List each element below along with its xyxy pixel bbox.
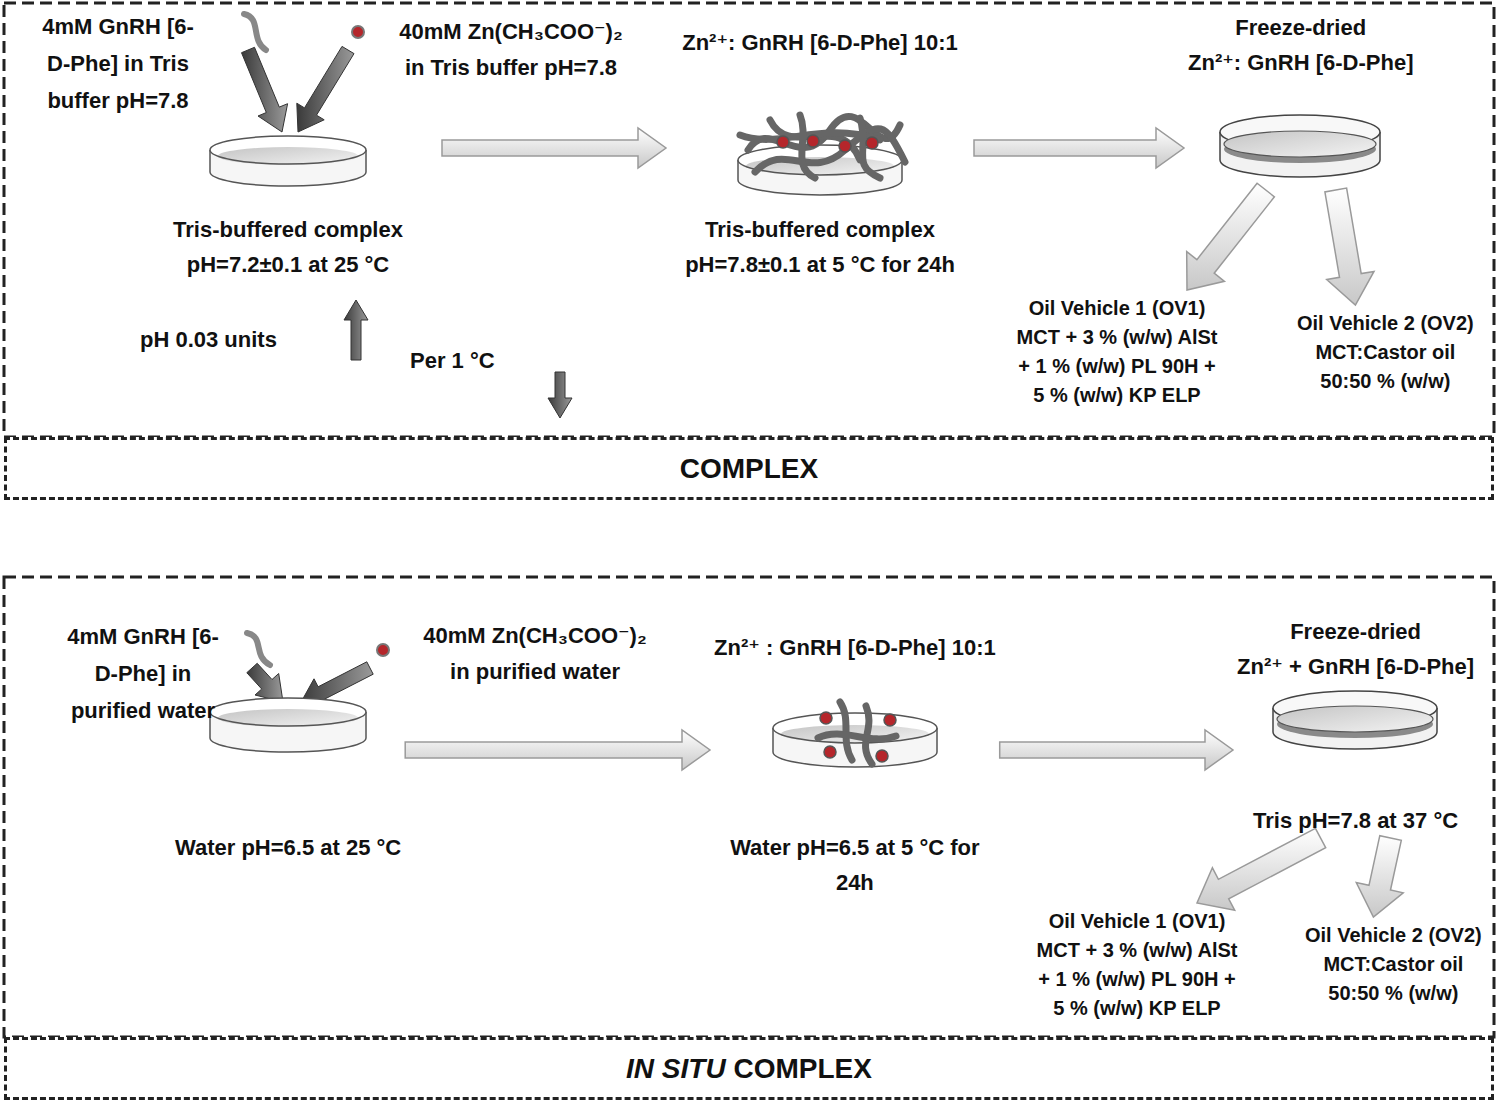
stage-caption: Water pH=6.5 at 25 °C bbox=[175, 830, 401, 865]
annotation-label: Per 1 °C bbox=[410, 343, 495, 379]
vehicle-title: Oil Vehicle 2 (OV2) bbox=[1305, 921, 1482, 950]
input-arrow bbox=[247, 663, 283, 702]
dish-stage: Zn²⁺: GnRH [6-D-Phe] 10:1Tris-buffered c… bbox=[666, 25, 974, 282]
annotation-label: 4mM GnRH [6-D-Phe] in purified water bbox=[65, 618, 221, 729]
freeze-dried-dish bbox=[1220, 115, 1380, 177]
vehicle-composition: MCT:Castor oil 50:50 % (w/w) bbox=[1311, 950, 1476, 1008]
block-arrow bbox=[1356, 836, 1403, 917]
block-arrow bbox=[405, 730, 710, 770]
section-band: COMPLEX bbox=[4, 437, 1494, 500]
stage-heading: Zn²⁺: GnRH [6-D-Phe] 10:1 bbox=[682, 25, 958, 60]
vehicle-title: Oil Vehicle 1 (OV1) bbox=[1049, 907, 1226, 936]
block-arrow bbox=[1187, 183, 1275, 290]
band-title: COMPLEX bbox=[733, 1053, 871, 1085]
zinc-ion bbox=[377, 644, 389, 656]
peptide-strand bbox=[244, 14, 266, 50]
freeze-dried-dish bbox=[1273, 691, 1437, 749]
petri-dish bbox=[210, 698, 366, 752]
oil-vehicle-text: Oil Vehicle 2 (OV2)MCT:Castor oil 50:50 … bbox=[1301, 917, 1486, 1012]
oil-vehicle-text: Oil Vehicle 1 (OV1)MCT + 3 % (w/w) AlSt … bbox=[1027, 903, 1247, 1027]
annotation-label: pH 0.03 units bbox=[140, 322, 277, 358]
temp-down-arrow bbox=[548, 372, 572, 418]
vehicle-composition: MCT + 3 % (w/w) AlSt + 1 % (w/w) PL 90H … bbox=[1031, 936, 1243, 1023]
band-title: IN SITU bbox=[626, 1053, 726, 1085]
stage-heading: Zn²⁺: GnRH [6-D-Phe] bbox=[1188, 45, 1413, 80]
vehicle-composition: MCT + 3 % (w/w) AlSt + 1 % (w/w) PL 90H … bbox=[1011, 323, 1223, 410]
ph-up-arrow bbox=[344, 300, 368, 360]
vehicle-title: Oil Vehicle 2 (OV2) bbox=[1297, 309, 1474, 338]
stage-heading: Freeze-dried bbox=[1235, 10, 1366, 45]
oil-vehicle-text: Oil Vehicle 2 (OV2)MCT:Castor oil 50:50 … bbox=[1293, 305, 1478, 400]
petri-dish-gel bbox=[738, 115, 905, 195]
peptide-strand bbox=[247, 633, 270, 665]
stage-heading: Zn²⁺ + GnRH [6-D-Phe] bbox=[1237, 649, 1474, 684]
stage-caption: Tris-buffered complex pH=7.8±0.1 at 5 °C… bbox=[670, 212, 970, 282]
dish-stage: Tris-buffered complex pH=7.2±0.1 at 25 °… bbox=[134, 125, 442, 282]
block-arrow bbox=[1197, 828, 1326, 910]
stage-caption: Tris pH=7.8 at 37 °C bbox=[1253, 803, 1458, 838]
oil-vehicle-text: Oil Vehicle 1 (OV1)MCT + 3 % (w/w) AlSt … bbox=[1007, 290, 1227, 414]
annotation-label: 4mM GnRH [6-D-Phe] in Tris buffer pH=7.8 bbox=[40, 8, 196, 119]
stage-heading: Zn²⁺ : GnRH [6-D-Phe] 10:1 bbox=[714, 630, 996, 665]
annotation-label: 40mM Zn(CH₃COO⁻)₂ in purified water bbox=[411, 618, 659, 690]
input-arrow bbox=[242, 47, 288, 132]
stage-caption: Water pH=6.5 at 5 °C for 24h bbox=[722, 830, 987, 900]
dish-stage: Freeze-driedZn²⁺ + GnRH [6-D-Phe] Tris pH… bbox=[1233, 614, 1478, 838]
stage-heading: Freeze-dried bbox=[1290, 614, 1421, 649]
stage-caption: Tris-buffered complex pH=7.2±0.1 at 25 °… bbox=[138, 212, 438, 282]
panel-border bbox=[4, 3, 1494, 437]
petri-dish bbox=[210, 136, 366, 186]
block-arrow bbox=[442, 128, 666, 168]
vehicle-composition: MCT:Castor oil 50:50 % (w/w) bbox=[1303, 338, 1468, 396]
panel-border bbox=[4, 577, 1494, 1037]
zinc-ion bbox=[352, 26, 364, 38]
dish-stage: Zn²⁺ : GnRH [6-D-Phe] 10:1Water pH=6.5 a… bbox=[710, 630, 1000, 900]
block-arrow bbox=[974, 128, 1184, 168]
block-arrow bbox=[1000, 730, 1233, 770]
petri-dish-solution bbox=[773, 702, 937, 767]
section-band: IN SITUCOMPLEX bbox=[4, 1037, 1494, 1100]
vehicle-title: Oil Vehicle 1 (OV1) bbox=[1029, 294, 1206, 323]
dish-stage: Freeze-driedZn²⁺: GnRH [6-D-Phe] bbox=[1184, 10, 1417, 190]
annotation-label: 40mM Zn(CH₃COO⁻)₂ in Tris buffer pH=7.8 bbox=[387, 14, 635, 86]
block-arrow bbox=[1325, 188, 1374, 305]
band-title: COMPLEX bbox=[680, 453, 818, 485]
input-arrow bbox=[297, 46, 354, 132]
